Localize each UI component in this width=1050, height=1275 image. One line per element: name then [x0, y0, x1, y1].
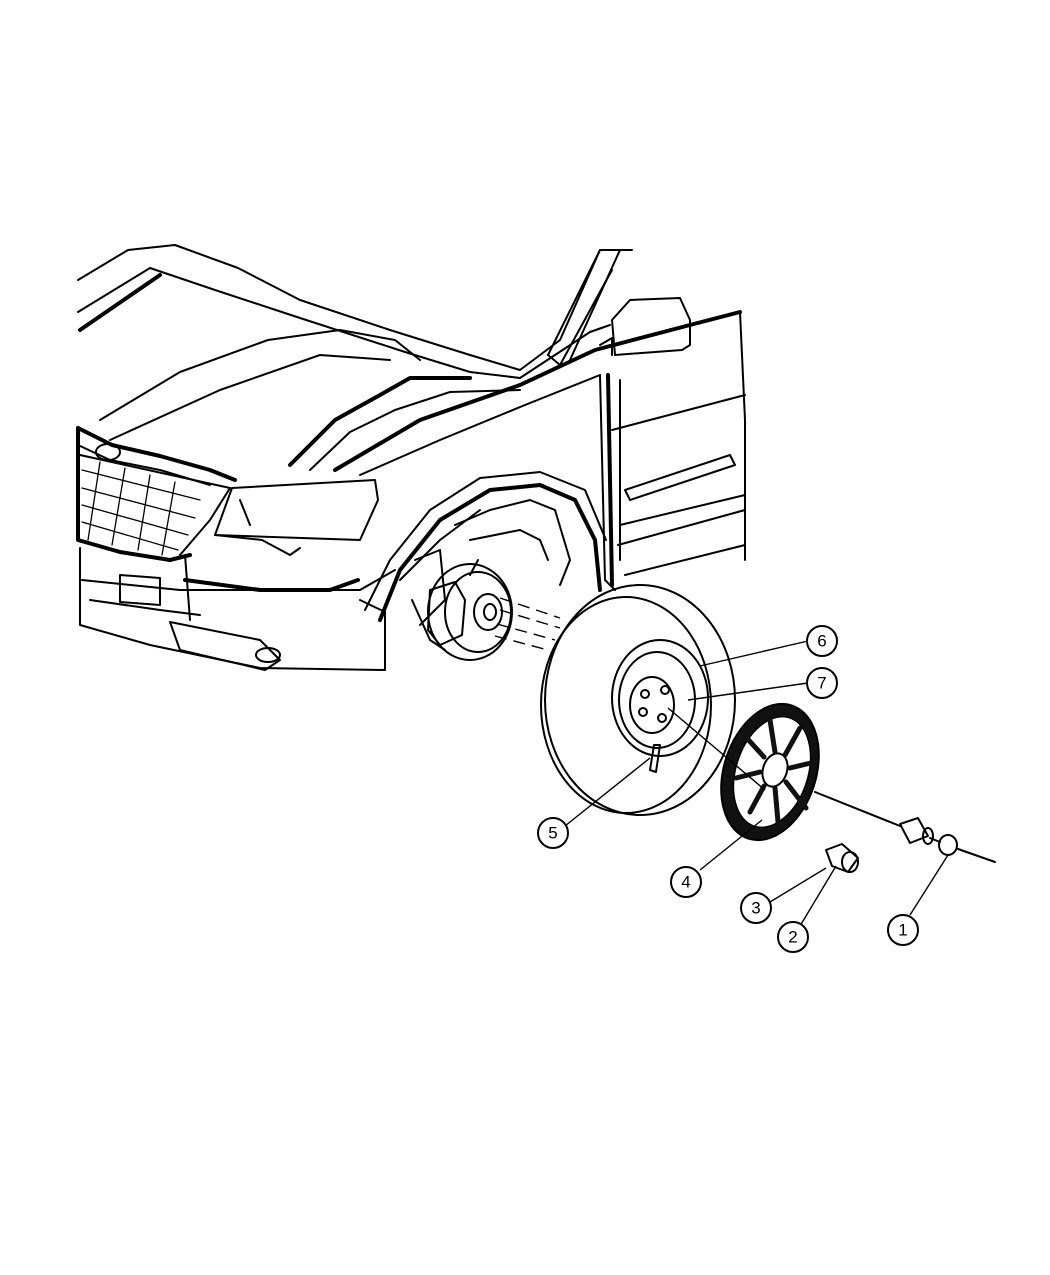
callout-2: 2 — [777, 921, 809, 953]
callout-4: 4 — [670, 866, 702, 898]
wheel-cover — [720, 702, 820, 842]
callout-label: 7 — [817, 674, 826, 693]
callout-label: 1 — [898, 921, 907, 940]
callout-label: 4 — [681, 873, 690, 892]
callout-label: 5 — [548, 824, 557, 843]
callout-5: 5 — [537, 817, 569, 849]
callout-1: 1 — [887, 914, 919, 946]
vehicle-body — [76, 244, 746, 671]
tire-and-wheel — [540, 584, 736, 816]
leader-lines — [564, 640, 949, 927]
callout-label: 2 — [788, 928, 797, 947]
lug-nut-cap — [825, 843, 859, 873]
callout-3: 3 — [740, 892, 772, 924]
callout-7: 7 — [806, 667, 838, 699]
callout-label: 3 — [751, 899, 760, 918]
grille — [81, 443, 201, 556]
callout-6: 6 — [806, 625, 838, 657]
lug-nut — [814, 791, 996, 863]
callout-label: 6 — [817, 632, 826, 651]
brake-hub-assembly — [411, 549, 561, 661]
